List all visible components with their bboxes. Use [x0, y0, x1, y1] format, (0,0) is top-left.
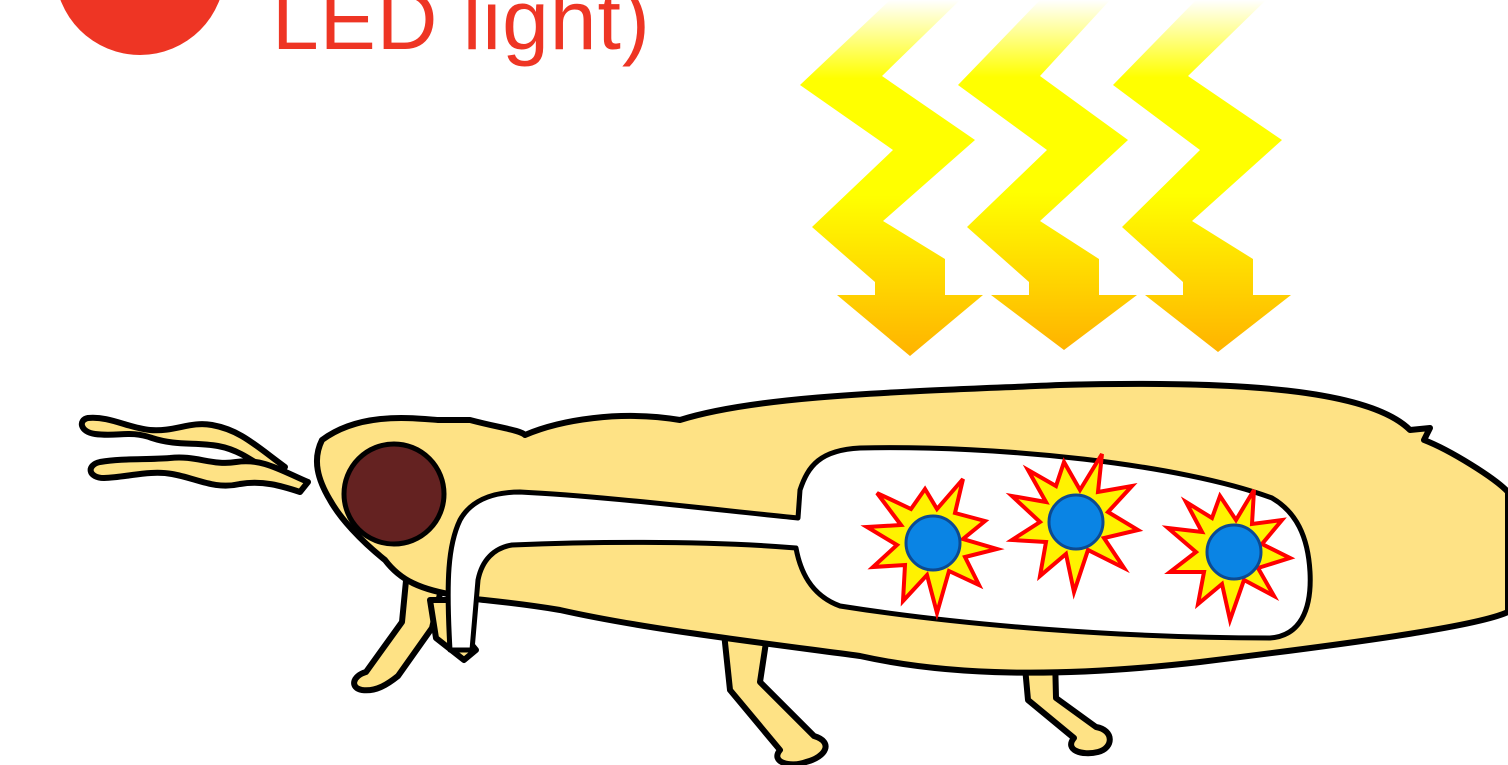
lightning-arrow-icon — [800, 0, 983, 356]
lightning-arrow-icon — [1113, 0, 1291, 352]
insect-eye — [344, 444, 444, 544]
particle-dot-icon — [906, 516, 960, 570]
particle-dot-icon — [1207, 525, 1261, 579]
red-circle-bullet-icon — [55, 0, 225, 55]
lightning-arrow-icon — [958, 0, 1137, 350]
light-arrows — [800, 0, 1291, 356]
insect — [82, 384, 1508, 765]
particle-dot-icon — [1049, 495, 1103, 549]
caption-text: LED light) — [272, 0, 651, 62]
